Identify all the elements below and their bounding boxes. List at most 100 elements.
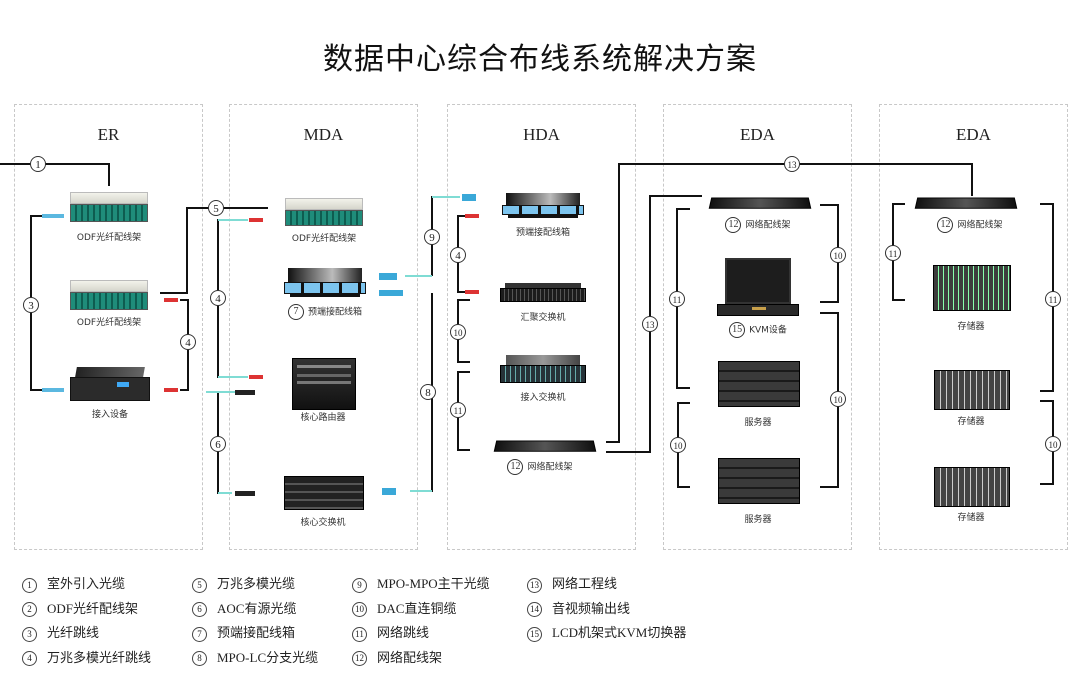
svg-text:11: 11 [673,295,682,305]
connector [249,218,263,222]
marker-10-eda1-rb: 10 [830,391,846,407]
network-patch-panel-icon [914,197,1018,209]
svg-text:8: 8 [425,387,431,399]
marker-11-eda2-left: 11 [885,245,901,261]
svg-text:6: 6 [215,439,221,451]
device-label: 接入设备 [91,410,128,420]
core-switch-icon [284,476,364,510]
device-label: 服务器 [744,418,772,428]
marker-10-eda1-rt: 10 [830,247,846,263]
device-label: 核心交换机 [300,518,346,528]
connector [462,194,476,201]
zone-title: EDA [740,125,775,144]
access-device-icon [70,367,150,401]
device-label: 接入交换机 [520,393,566,403]
cable-1 [0,163,110,186]
marker-11-eda1: 11 [669,291,685,307]
connector [42,388,64,392]
marker-4-er: 4 [180,334,196,350]
device-label: 核心路由器 [300,413,346,423]
device-label: ODF光纤配线架 [76,318,142,328]
device-number: 7 [287,304,304,320]
device-label: 汇聚交换机 [520,313,566,323]
odf-panel-icon [285,198,363,226]
zone-title: MDA [303,125,344,144]
device-label: 存储器 [957,513,985,523]
device-label: 存储器 [957,417,985,427]
marker-4-hda: 4 [450,247,466,263]
svg-text:11: 11 [889,249,898,259]
connector [164,388,178,392]
marker-13-top: 13 [784,156,800,172]
svg-text:11: 11 [454,406,463,416]
page-title: 数据中心综合布线系统解决方案 [323,42,757,77]
cable-13-top [606,163,973,443]
svg-text:13: 13 [646,320,656,330]
device-label: ODF光纤配线架 [76,233,142,243]
device-label: 存储器 [957,322,985,332]
connector [379,290,403,296]
device-label: ODF光纤配线架 [291,234,357,244]
aggregation-switch-icon [500,283,586,303]
zone-title: ER [97,125,120,144]
zone-hda: HDA [447,104,636,550]
svg-text:9: 9 [429,232,435,244]
connector [465,290,479,294]
network-patch-panel-icon [493,440,597,452]
connector [249,375,263,379]
marker-11-eda2-right: 11 [1045,291,1061,307]
access-switch-icon [500,355,586,385]
svg-text:3: 3 [28,300,34,312]
marker-4-mda: 4 [210,290,226,306]
connector [382,488,396,495]
zone-mda: MDA [229,104,418,550]
kvm-console-icon [717,258,799,318]
marker-11-hda: 11 [450,402,466,418]
server-icon [718,361,800,407]
svg-text:11: 11 [1049,295,1058,305]
svg-text:1: 1 [35,159,41,171]
marker-10-hda: 10 [450,324,466,340]
odf-panel-icon [70,192,148,222]
marker-1: 1 [30,156,46,172]
svg-text:10: 10 [834,395,844,405]
zone-title: HDA [523,125,560,144]
connector [42,214,64,218]
core-router-icon [292,358,356,410]
marker-6: 6 [210,436,226,452]
storage-icon [933,265,1011,311]
connector [235,491,255,496]
device-number: 12 [937,217,954,233]
marker-13-eda: 13 [642,316,658,332]
zone-eda-1: EDA [663,104,852,550]
svg-text:13: 13 [788,160,798,170]
network-patch-panel-icon [708,197,812,209]
odf-panel-icon [70,280,148,310]
marker-8: 8 [420,384,436,400]
connector [164,298,178,302]
preterm-box-icon [502,193,584,219]
svg-text:4: 4 [215,293,221,305]
device-number: 12 [725,217,742,233]
